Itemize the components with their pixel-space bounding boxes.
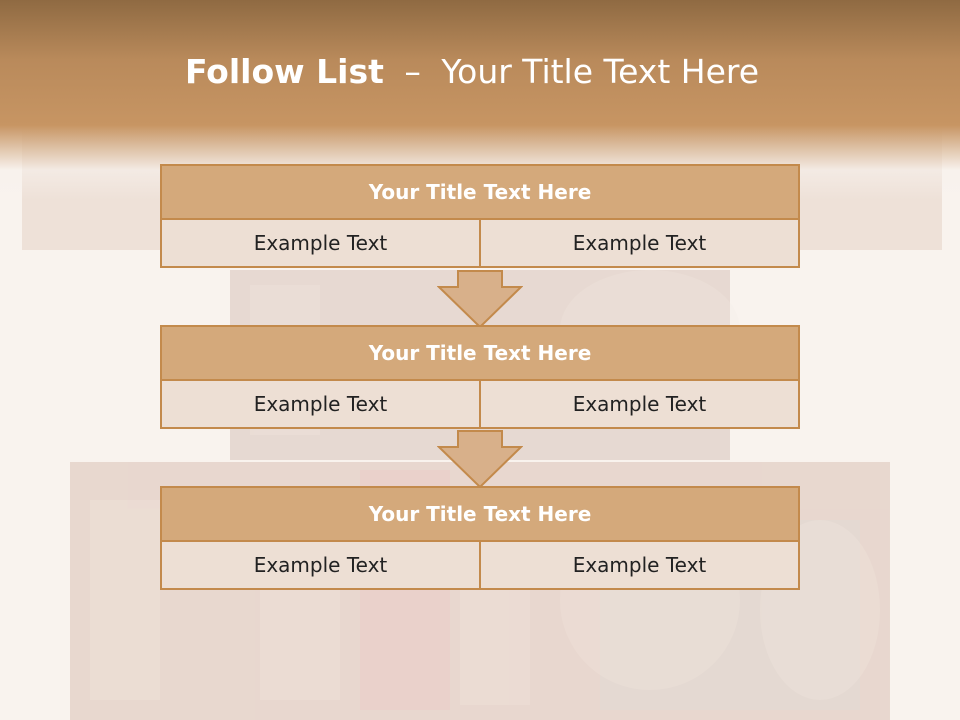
block-cell-left[interactable]: Example Text bbox=[160, 540, 481, 590]
slide-title-rest: Your Title Text Here bbox=[441, 52, 760, 91]
list-block: Your Title Text Here Example Text Exampl… bbox=[160, 164, 800, 268]
block-title[interactable]: Your Title Text Here bbox=[160, 325, 800, 381]
slide-title-separator: – bbox=[404, 52, 421, 91]
slide-title: Follow List – Your Title Text Here bbox=[0, 52, 944, 91]
block-cell-right[interactable]: Example Text bbox=[479, 540, 800, 590]
block-cell-left[interactable]: Example Text bbox=[160, 218, 481, 268]
block-title[interactable]: Your Title Text Here bbox=[160, 486, 800, 542]
list-block: Your Title Text Here Example Text Exampl… bbox=[160, 325, 800, 429]
down-arrow-icon bbox=[437, 430, 523, 489]
block-cell-right[interactable]: Example Text bbox=[479, 379, 800, 429]
block-title[interactable]: Your Title Text Here bbox=[160, 164, 800, 220]
list-block: Your Title Text Here Example Text Exampl… bbox=[160, 486, 800, 590]
block-cell-right[interactable]: Example Text bbox=[479, 218, 800, 268]
down-arrow-icon bbox=[437, 270, 523, 329]
block-cell-left[interactable]: Example Text bbox=[160, 379, 481, 429]
slide-title-bold: Follow List bbox=[184, 52, 384, 91]
